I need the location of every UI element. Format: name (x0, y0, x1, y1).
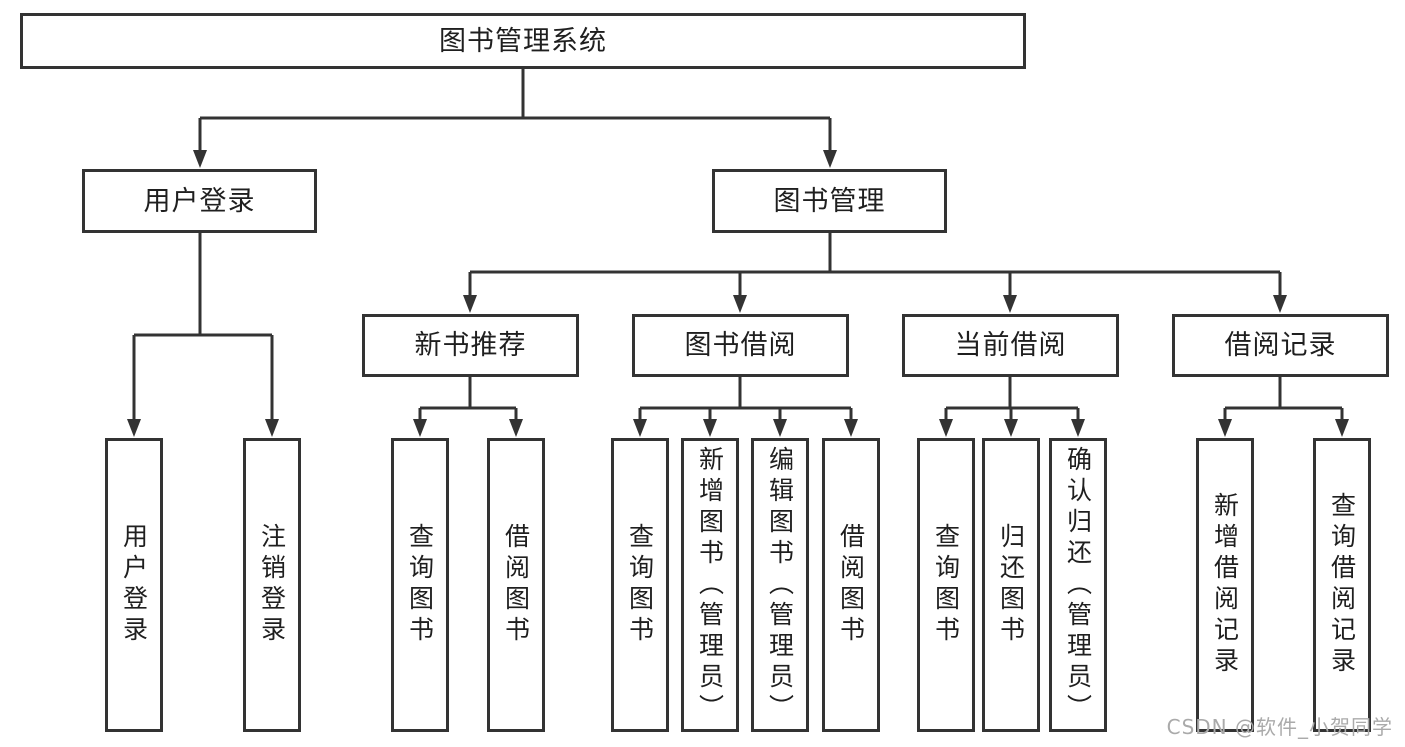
node-leaf-confirm-return-admin: 确认归还（管理员） (1049, 438, 1107, 732)
arrow-down-icon (823, 150, 837, 168)
arrow-down-icon (193, 150, 207, 168)
arrow-down-icon (1273, 295, 1287, 313)
node-leaf-query-books-2-label: 查询图书 (625, 523, 655, 647)
node-leaf-add-borrow-record: 新增借阅记录 (1196, 438, 1254, 732)
arrow-down-icon (773, 419, 787, 437)
arrow-down-icon (1335, 419, 1349, 437)
arrow-down-icon (463, 295, 477, 313)
node-leaf-query-borrow-record: 查询借阅记录 (1313, 438, 1371, 732)
node-leaf-return-book-label: 归还图书 (996, 523, 1026, 647)
node-leaf-user-login: 用户登录 (105, 438, 163, 732)
node-leaf-borrow-books-1-label: 借阅图书 (501, 523, 531, 647)
connector-user-login-children (127, 233, 279, 437)
connector-root-to-level2 (193, 69, 837, 168)
arrow-down-icon (1003, 295, 1017, 313)
arrow-down-icon (703, 419, 717, 437)
arrow-down-icon (633, 419, 647, 437)
node-leaf-add-book-admin: 新增图书（管理员） (681, 438, 739, 732)
node-leaf-query-borrow-record-label: 查询借阅记录 (1327, 492, 1357, 678)
arrow-down-icon (127, 419, 141, 437)
connector-new-book-recommend-children (413, 377, 523, 437)
node-leaf-add-book-admin-label: 新增图书（管理员） (695, 445, 725, 725)
connector-borrow-records-children (1218, 377, 1349, 437)
node-book-management-label: 图书管理 (773, 185, 886, 217)
node-leaf-add-borrow-record-label: 新增借阅记录 (1210, 492, 1240, 678)
arrow-down-icon (1004, 419, 1018, 437)
node-new-book-recommend-label: 新书推荐 (414, 330, 527, 361)
node-leaf-query-books-3: 查询图书 (917, 438, 975, 732)
node-leaf-edit-book-admin: 编辑图书（管理员） (751, 438, 809, 732)
arrow-down-icon (413, 419, 427, 437)
node-book-management-system-label: 图书管理系统 (439, 25, 607, 57)
node-leaf-logout: 注销登录 (243, 438, 301, 732)
node-borrow-records-label: 借阅记录 (1224, 330, 1337, 361)
node-leaf-logout-label: 注销登录 (257, 523, 287, 647)
node-borrow-records: 借阅记录 (1172, 314, 1389, 377)
csdn-watermark: CSDN @软件_小贺同学 (1166, 715, 1393, 739)
node-leaf-edit-book-admin-label: 编辑图书（管理员） (765, 445, 795, 725)
node-leaf-confirm-return-admin-label: 确认归还（管理员） (1063, 445, 1093, 725)
node-new-book-recommend: 新书推荐 (362, 314, 579, 377)
node-leaf-borrow-books-2: 借阅图书 (822, 438, 880, 732)
node-leaf-user-login-label: 用户登录 (119, 523, 149, 647)
arrow-down-icon (509, 419, 523, 437)
node-book-management-system: 图书管理系统 (20, 13, 1026, 69)
node-book-borrow-label: 图书借阅 (684, 330, 797, 361)
node-book-borrow: 图书借阅 (632, 314, 849, 377)
node-leaf-query-books-3-label: 查询图书 (931, 523, 961, 647)
node-leaf-borrow-books-1: 借阅图书 (487, 438, 545, 732)
node-leaf-query-books-1-label: 查询图书 (405, 523, 435, 647)
connector-book-management-children (463, 233, 1287, 313)
arrow-down-icon (844, 419, 858, 437)
node-book-management: 图书管理 (712, 169, 947, 233)
node-user-login-label: 用户登录 (143, 185, 256, 217)
node-leaf-query-books-1: 查询图书 (391, 438, 449, 732)
node-user-login: 用户登录 (82, 169, 317, 233)
node-current-borrow: 当前借阅 (902, 314, 1119, 377)
node-current-borrow-label: 当前借阅 (954, 330, 1067, 361)
arrow-down-icon (733, 295, 747, 313)
arrow-down-icon (939, 419, 953, 437)
connector-current-borrow-children (939, 377, 1085, 437)
connector-book-borrow-children (633, 377, 858, 437)
arrow-down-icon (1218, 419, 1232, 437)
arrow-down-icon (265, 419, 279, 437)
node-leaf-borrow-books-2-label: 借阅图书 (836, 523, 866, 647)
node-leaf-query-books-2: 查询图书 (611, 438, 669, 732)
arrow-down-icon (1071, 419, 1085, 437)
node-leaf-return-book: 归还图书 (982, 438, 1040, 732)
